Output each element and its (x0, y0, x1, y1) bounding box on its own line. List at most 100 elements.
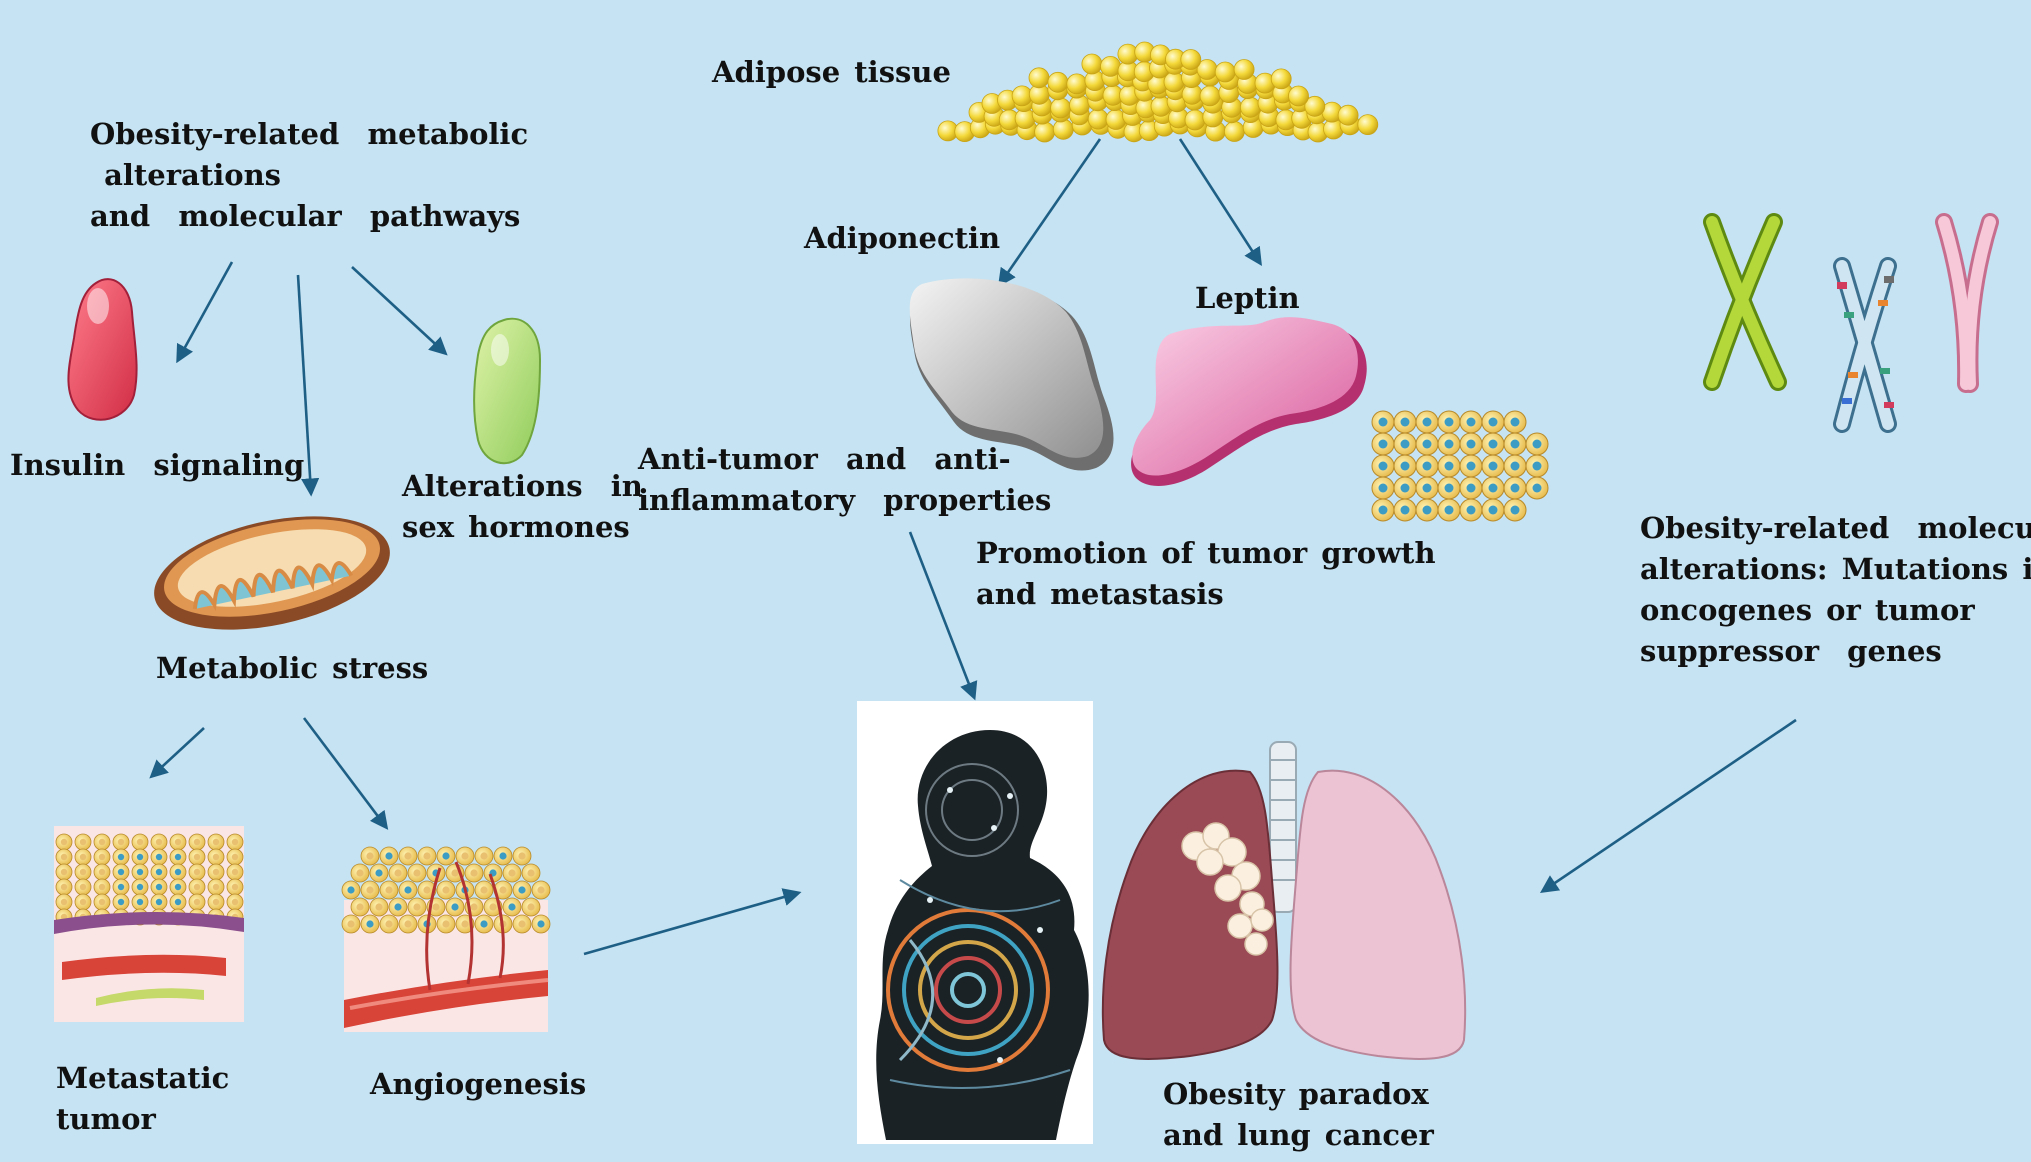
cell-shape (136, 883, 144, 891)
cell-shape (231, 853, 239, 861)
label-obesity-metabolic-alterations: Obesity-related metabolic alterations an… (90, 117, 529, 233)
cell-shape (432, 903, 440, 911)
cell-shape (423, 852, 431, 860)
cell-shape (1444, 439, 1454, 449)
cell-shape (1510, 483, 1520, 493)
insulin-cell-icon (67, 278, 138, 421)
cell-shape (136, 838, 144, 846)
cell-shape (1214, 61, 1236, 83)
arrow-obesity-to-metabolic-stress (296, 274, 320, 497)
cell-shape (1488, 417, 1498, 427)
cell-shape (1466, 461, 1476, 471)
label-insulin-signaling: Insulin signaling (10, 448, 305, 482)
cell-shape (1444, 461, 1454, 471)
cell-shape (155, 883, 163, 891)
cell-shape (1444, 483, 1454, 493)
cell-shape (117, 853, 125, 861)
sex-hormone-cell-icon (473, 317, 542, 465)
cell-shape (480, 920, 488, 928)
angiogenesis-icon (341, 846, 551, 1032)
cell-shape (1532, 461, 1542, 471)
cell-shape (1100, 56, 1121, 77)
cell-shape (1224, 121, 1245, 142)
label-anti-tumor-properties: Anti-tumor and anti- inflammatory proper… (638, 442, 1052, 517)
cell-shape (155, 898, 163, 906)
cell-shape (1052, 118, 1074, 140)
cell-shape (193, 868, 201, 876)
cell-shape (79, 883, 87, 891)
cell-shape (347, 886, 355, 894)
metastatic-tumor-icon (54, 826, 244, 1022)
cell-shape (117, 898, 125, 906)
arrow-obesity-to-sex-hormones (351, 266, 448, 356)
arrow-antitumor-to-body (908, 531, 978, 701)
cell-shape (404, 886, 412, 894)
cell-shape (1400, 439, 1410, 449)
cell-shape (193, 838, 201, 846)
cell-shape (1180, 49, 1202, 70)
cell-shape (347, 920, 355, 928)
cell-shape (212, 853, 220, 861)
cell-shape (117, 868, 125, 876)
cell-shape (1510, 439, 1520, 449)
cell-shape (79, 838, 87, 846)
cell-shape (508, 903, 516, 911)
cell-shape (212, 868, 220, 876)
cell-shape (442, 920, 450, 928)
cell-shape (79, 898, 87, 906)
cell-shape (385, 886, 393, 894)
arrow-adipose-to-leptin (1178, 138, 1262, 267)
cell-shape (1034, 121, 1055, 143)
cell-shape (413, 869, 421, 877)
cell-shape (1357, 114, 1379, 135)
cell-shape (174, 838, 182, 846)
cell-shape (499, 886, 507, 894)
cell-shape (174, 883, 182, 891)
label-obesity-paradox: Obesity paradox and lung cancer (1163, 1077, 1434, 1152)
cell-shape (117, 838, 125, 846)
cell-shape (423, 886, 431, 894)
cell-shape (1422, 461, 1432, 471)
cell-shape (385, 852, 393, 860)
cell-shape (60, 838, 68, 846)
cell-shape (212, 898, 220, 906)
cell-shape (60, 883, 68, 891)
cell-shape (1466, 439, 1476, 449)
cell-shape (1047, 71, 1069, 93)
cell-shape (117, 883, 125, 891)
arrow-angiogenesis-to-body (583, 888, 802, 956)
cell-shape (527, 903, 535, 911)
cell-shape (231, 868, 239, 876)
cell-shape (499, 852, 507, 860)
cell-shape (1444, 417, 1454, 427)
cell-shape (1510, 505, 1520, 515)
cell-shape (404, 852, 412, 860)
cell-shape (79, 868, 87, 876)
arrow-obesity-to-insulin (176, 261, 234, 364)
cell-shape (470, 903, 478, 911)
label-adipose-tissue: Adipose tissue (712, 55, 951, 89)
arrow-adipose-to-adiponectin (997, 138, 1102, 287)
cell-shape (98, 898, 106, 906)
cell-shape (1488, 439, 1498, 449)
label-molecular-alterations: Obesity-related molecular alterations: M… (1640, 511, 2031, 668)
cell-shape (1184, 109, 1206, 131)
cell-shape (155, 868, 163, 876)
cell-shape (375, 903, 383, 911)
cell-shape (1233, 59, 1255, 80)
cell-shape (174, 898, 182, 906)
cell-shape (212, 883, 220, 891)
cell-shape (98, 868, 106, 876)
adiponectin-cell-icon (909, 278, 1114, 471)
cell-shape (385, 920, 393, 928)
cell-shape (366, 920, 374, 928)
cell-shape (489, 903, 497, 911)
cell-shape (518, 920, 526, 928)
cell-shape (480, 852, 488, 860)
cell-shape (537, 920, 545, 928)
arrows (149, 138, 1797, 956)
cell-shape (1488, 505, 1498, 515)
cell-shape (193, 898, 201, 906)
cell-shape (231, 883, 239, 891)
cell-shape (1400, 483, 1410, 493)
